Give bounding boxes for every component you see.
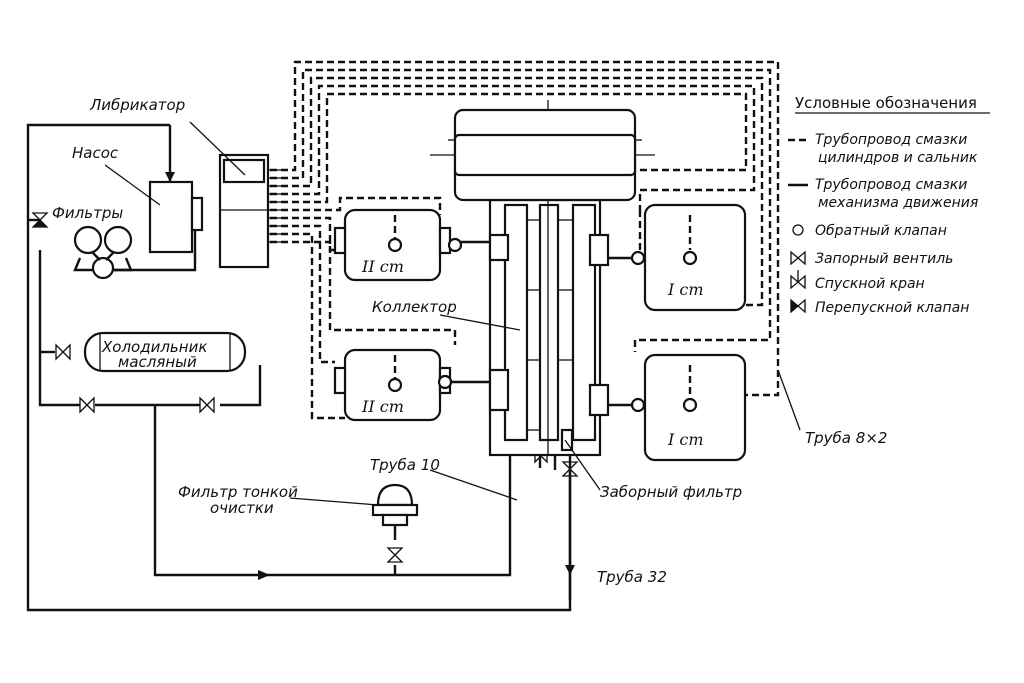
dashed-cylinder-lines	[270, 60, 780, 420]
legend-item-drain-cock: Спускной кран	[815, 276, 925, 292]
lubricator-label: Либрикатор	[89, 96, 185, 114]
pipe32-label: Труба 32	[597, 568, 667, 586]
legend: Условные обозначения Трубопровод смазки …	[788, 94, 990, 316]
legend-item-check-valve: Обратный клапан	[815, 223, 947, 239]
filters-label: Фильтры	[52, 204, 123, 222]
fine-filter	[289, 483, 419, 527]
legend-item-cylinder-line-2: цилиндров и сальник	[818, 150, 978, 166]
legend-item-cylinder-line-1: Трубопровод смазки	[815, 132, 967, 148]
labels: Либрикатор Насос Фильтры Холодильник мас…	[52, 96, 887, 586]
stage2-lower-label: II ст	[361, 397, 404, 416]
pipe8x2-label: Труба 8×2	[805, 429, 887, 447]
fine-filter-label-1: Фильтр тонкой	[178, 483, 298, 501]
stage2-upper-cylinder	[333, 208, 510, 282]
drain-cock-icon	[790, 270, 806, 290]
cooler-label-2: масляный	[118, 353, 197, 371]
legend-item-mechanism-line-2: механизма движения	[818, 195, 978, 211]
pump-label: Насос	[72, 144, 119, 162]
legend-item-bypass-valve: Перепускной клапан	[815, 300, 969, 316]
cooler-label-1: Холодильник	[101, 338, 207, 356]
collector-label: Коллектор	[372, 298, 457, 316]
fine-filter-label-2: очистки	[210, 499, 274, 517]
stage1-upper-label: I ст	[667, 280, 704, 299]
crankcase-collector	[429, 100, 655, 501]
pipe8x2-leader	[777, 369, 801, 431]
oil-cooler	[83, 331, 247, 373]
oil-filters	[73, 225, 133, 280]
stage1-lower-cylinder	[588, 353, 747, 462]
pipe10-label: Труба 10	[370, 456, 440, 474]
lubricator	[189, 121, 282, 269]
legend-item-shutoff-valve: Запорный вентиль	[815, 251, 953, 267]
intake-filter-label: Заборный фильтр	[600, 483, 742, 501]
legend-title: Условные обозначения	[795, 94, 977, 112]
solid-oil-lines	[26, 123, 575, 612]
valve-symbols	[31, 212, 579, 563]
bypass-valve-icon	[790, 298, 806, 314]
stage2-upper-label: II ст	[361, 257, 404, 276]
shutoff-valve-icon	[790, 250, 806, 266]
pump	[104, 164, 204, 254]
legend-item-mechanism-line-1: Трубопровод смазки	[815, 177, 967, 193]
stage1-lower-label: I ст	[667, 430, 704, 449]
stage2-lower-cylinder	[333, 348, 510, 422]
stage1-upper-cylinder	[588, 203, 747, 312]
check-valve-icon	[792, 224, 804, 236]
